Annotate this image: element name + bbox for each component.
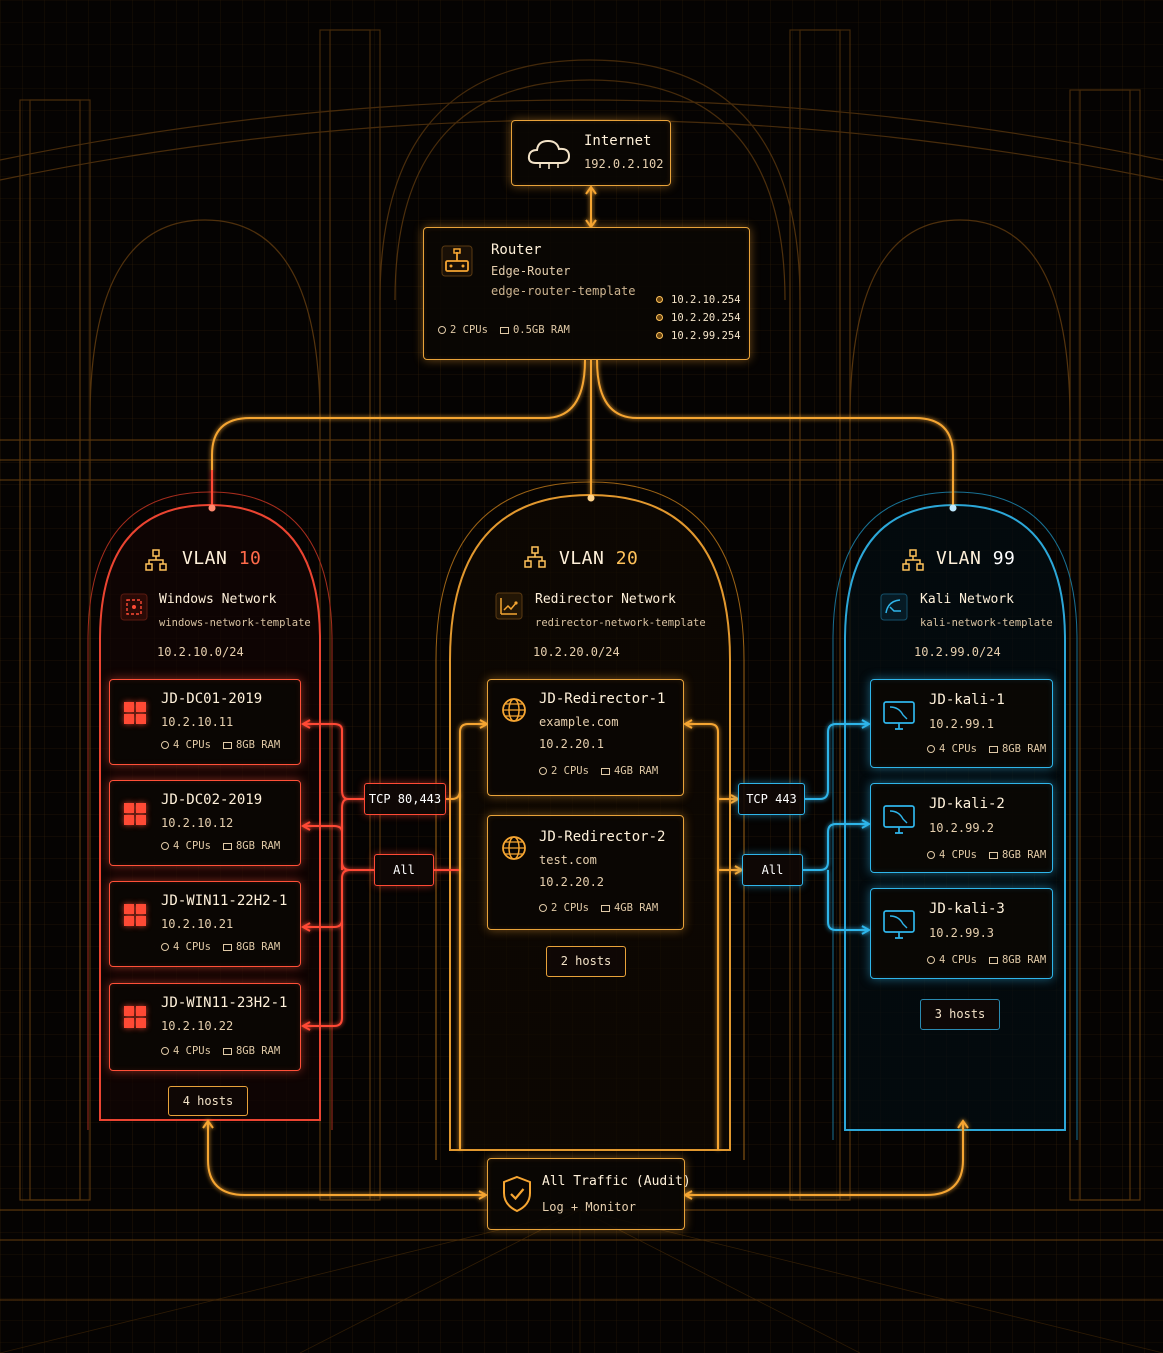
host-name: JD-Redirector-2	[539, 829, 666, 845]
host-name: JD-DC01-2019	[161, 691, 263, 707]
router-interface: 10.2.10.254	[656, 294, 741, 306]
host-name: JD-kali-3	[929, 901, 1005, 917]
vlan-20-title: VLAN 20	[559, 548, 639, 569]
kali-network-icon	[880, 593, 908, 621]
windows-network-icon	[120, 593, 148, 621]
router-icon	[441, 245, 473, 277]
router-interface: 10.2.99.254	[656, 330, 741, 342]
vlan-20-host-count: 2 hosts	[546, 946, 626, 977]
vlan-99-cidr: 10.2.99.0/24	[914, 645, 1001, 659]
internet-node[interactable]: Internet 192.0.2.102	[511, 120, 671, 186]
host-name: JD-DC02-2019	[161, 792, 263, 808]
host-name: JD-WIN11-23H2-1	[161, 995, 288, 1011]
host-ip: 10.2.99.2	[929, 821, 995, 835]
vlan-99-host-count: 3 hosts	[920, 999, 1000, 1030]
router-node[interactable]: Router Edge-Router edge-router-template …	[423, 227, 750, 360]
vlan-99-template: kali-network-template	[920, 617, 1053, 629]
host-domain: example.com	[539, 715, 619, 729]
audit-node[interactable]: All Traffic (Audit) Log + Monitor	[487, 1158, 691, 1230]
kali-monitor-icon	[883, 805, 915, 834]
host-ip: 10.2.10.12	[161, 816, 234, 830]
vlan-10-network-name: Windows Network	[159, 592, 277, 607]
host-card[interactable]: JD-Redirector-2 test.com 10.2.20.2 2 CPU…	[487, 815, 684, 930]
windows-icon	[124, 803, 146, 825]
host-name: JD-Redirector-1	[539, 691, 666, 707]
vlan-10-host-count: 4 hosts	[168, 1086, 248, 1116]
globe-icon	[502, 698, 526, 722]
vlan-icon	[902, 549, 924, 571]
cloud-icon	[527, 139, 571, 169]
host-ip: 10.2.99.3	[929, 926, 995, 940]
vlan-10-cidr: 10.2.10.0/24	[157, 645, 244, 659]
host-domain: test.com	[539, 853, 597, 867]
vlan-icon	[145, 549, 167, 571]
vlan-20-network-name: Redirector Network	[535, 592, 676, 607]
redirector-network-icon	[495, 592, 523, 620]
host-ip: 10.2.10.11	[161, 715, 234, 729]
windows-icon	[124, 1006, 146, 1028]
internet-ip: 192.0.2.102	[584, 157, 664, 171]
vlan-icon	[524, 546, 546, 568]
router-type: Router	[491, 242, 542, 258]
kali-monitor-icon	[883, 910, 915, 939]
windows-icon	[124, 904, 146, 926]
kali-monitor-icon	[883, 701, 915, 730]
host-ip: 10.2.10.21	[161, 917, 234, 931]
router-name: Edge-Router	[491, 264, 571, 278]
router-template: edge-router-template	[491, 284, 636, 298]
host-ip: 10.2.10.22	[161, 1019, 234, 1033]
windows-icon	[124, 702, 146, 724]
host-card[interactable]: JD-Redirector-1 example.com 10.2.20.1 2 …	[487, 679, 684, 796]
vlan-20-template: redirector-network-template	[535, 617, 706, 629]
rule-left-tcp[interactable]: TCP 80,443	[364, 783, 446, 815]
rule-right-all[interactable]: All	[742, 854, 803, 886]
host-name: JD-WIN11-22H2-1	[161, 893, 288, 909]
vlan-99-network-name: Kali Network	[920, 592, 1014, 607]
internet-label: Internet	[584, 133, 652, 149]
audit-sub: Log + Monitor	[542, 1200, 636, 1214]
audit-label: All Traffic (Audit)	[542, 1174, 691, 1189]
vlan-10-title: VLAN 10	[182, 548, 262, 569]
host-name: JD-kali-1	[929, 692, 1005, 708]
router-interface: 10.2.20.254	[656, 312, 741, 324]
host-name: JD-kali-2	[929, 796, 1005, 812]
globe-icon	[502, 836, 526, 860]
vlan-20-cidr: 10.2.20.0/24	[533, 645, 620, 659]
rule-right-tcp[interactable]: TCP 443	[738, 783, 805, 815]
vlan-10-template: windows-network-template	[159, 617, 311, 629]
host-ip: 10.2.20.2	[539, 875, 605, 889]
cpu-icon	[438, 326, 446, 334]
vlan-99-title: VLAN 99	[936, 548, 1016, 569]
host-ip: 10.2.20.1	[539, 737, 605, 751]
host-ip: 10.2.99.1	[929, 717, 995, 731]
rule-left-all[interactable]: All	[374, 854, 434, 886]
shield-check-icon	[503, 1175, 531, 1213]
ram-icon	[499, 327, 509, 334]
